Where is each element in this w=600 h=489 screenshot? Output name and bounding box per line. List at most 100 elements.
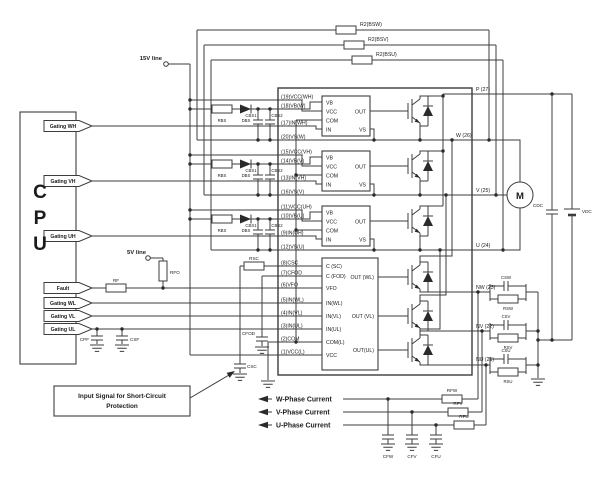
label-w-phase-current: W-Phase Current (276, 397, 332, 404)
label-cbs2-w: CBS2 (271, 113, 283, 118)
pin-3: (3)IN(UL) (281, 324, 303, 330)
hvic-w-block (321, 95, 371, 137)
hvic-w-vb: VB (326, 101, 333, 107)
wire-phase-rails (419, 140, 453, 335)
pin-24-u: U (24) (476, 243, 491, 249)
label-rbs-w: RBS (218, 118, 227, 123)
motor-symbol (506, 181, 534, 209)
label-rfu: RFU (459, 414, 468, 419)
igbt-ul (399, 334, 434, 366)
label-cfw: CFW (383, 454, 394, 459)
resistor-rbs-u (211, 214, 233, 224)
tag-label-fault: Fault (57, 286, 70, 292)
wire-p-bus (428, 93, 572, 207)
label-vdc: VDC (582, 209, 592, 214)
pin-19: (19)VCC(WH) (281, 95, 314, 101)
hvic-w-vs: VS (359, 128, 366, 134)
label-rbs-u: RBS (218, 228, 227, 233)
tag-label-gating-vh: Gating VH (50, 179, 75, 185)
label-rsc: RSC (249, 256, 259, 261)
pin-8: (8)CSC (281, 261, 299, 267)
tag-label-gating-wl: Gating WL (50, 301, 77, 307)
wire-bootstrap-caps (253, 109, 275, 250)
pin-1: (1)VCC(L) (281, 350, 305, 356)
tag-gating-ul (43, 323, 94, 335)
resistor-r2-bsu (351, 55, 373, 65)
igbt-vh (399, 150, 434, 182)
pin-21-nu: NU (21) (476, 357, 494, 363)
label-dbs-u: DBS (242, 228, 251, 233)
text-layer: 15V line 5V line C P U Gating WH Gating … (33, 22, 592, 459)
hvic-w-vcc: VCC (326, 110, 337, 116)
tag-gating-uh (43, 230, 94, 242)
lvic-com: COM(L) (326, 340, 345, 346)
resistor-shunt-v (497, 333, 519, 343)
pin-11: (11)VCC(UH) (281, 205, 312, 211)
label-cbs1-w: CBS1 (245, 113, 257, 118)
wire-gating-fault (92, 125, 322, 343)
arrow-u-current (258, 421, 268, 429)
pin-25-v: V (25) (476, 188, 490, 194)
label-csc: CSC (247, 364, 257, 369)
pin-5: (5)IN(WL) (281, 298, 304, 304)
lvic-block (321, 257, 379, 371)
ground-com (260, 380, 276, 388)
pin-4: (4)IN(VL) (281, 311, 303, 317)
label-backer-w (272, 393, 343, 403)
arrow-scbox (226, 371, 235, 378)
hvic-u-in: IN (326, 238, 331, 244)
hvic-u-block (321, 205, 371, 247)
ground-cfu (428, 443, 444, 451)
resistor-rfo (158, 260, 168, 282)
resistor-rbs-w (211, 104, 233, 114)
resistor-rsc (243, 261, 265, 271)
hvic-u-vcc: VCC (326, 220, 337, 226)
igbt-wh (399, 95, 434, 127)
wire-n-networks (428, 281, 538, 374)
lvic-inul: IN(UL) (326, 327, 342, 333)
pin-26-w: W (26) (456, 133, 472, 139)
components-layer (89, 25, 546, 451)
pin-15: (15)VCC(VH) (281, 150, 312, 156)
hvic-u-vb: VB (326, 211, 333, 217)
wire-current-sense (268, 292, 487, 444)
label-cbs1-v: CBS1 (245, 168, 257, 173)
wire-pin-jogs (278, 99, 322, 240)
lvic-outvl: OUT (VL) (352, 314, 374, 320)
resistor-shunt-u (497, 367, 519, 377)
ground-cfw (380, 443, 396, 451)
label-cbs2-v: CBS2 (271, 168, 283, 173)
pin-12: (12)VS(U) (281, 245, 305, 251)
hvic-w-in: IN (326, 128, 331, 134)
resistor-r2-bsv (343, 40, 365, 50)
label-u-phase-current: U-Phase Current (276, 423, 331, 430)
pin-10: (10)VB(U) (281, 214, 305, 220)
scbox-line1: Input Signal for Short-Circuit (78, 393, 167, 400)
resistor-rfu (453, 420, 475, 430)
resistor-rbs-v (211, 159, 233, 169)
pin-14: (14)VB(V) (281, 159, 304, 165)
label-cbs1-u: CBS1 (245, 223, 257, 228)
lvic-cfod: C (FOD) (326, 274, 346, 280)
ground-cfod (254, 346, 270, 354)
igbt-uh (399, 205, 434, 237)
pin-17: (17)IN(WH) (281, 121, 308, 127)
resistor-rf (105, 283, 127, 293)
label-15v-line: 15V line (140, 56, 163, 62)
wire-bootstrap-rows (190, 108, 278, 220)
pin-20: (20)VS(W) (281, 135, 306, 141)
tag-gating-wl (43, 297, 94, 309)
arrow-v-current (258, 408, 268, 416)
resistor-r2-bsw (335, 25, 357, 35)
label-backer-u (272, 419, 343, 429)
ground-dc-bus (530, 378, 546, 386)
spm-module-outline (277, 87, 473, 376)
cpu-letter-c: C (33, 182, 47, 203)
tag-gating-vh (43, 175, 94, 187)
lvic-vfo: VFO (326, 286, 337, 292)
label-rfv: RFV (453, 401, 463, 406)
resistor-shunt-w (497, 294, 519, 304)
lvic-invl: IN(VL) (326, 314, 341, 320)
